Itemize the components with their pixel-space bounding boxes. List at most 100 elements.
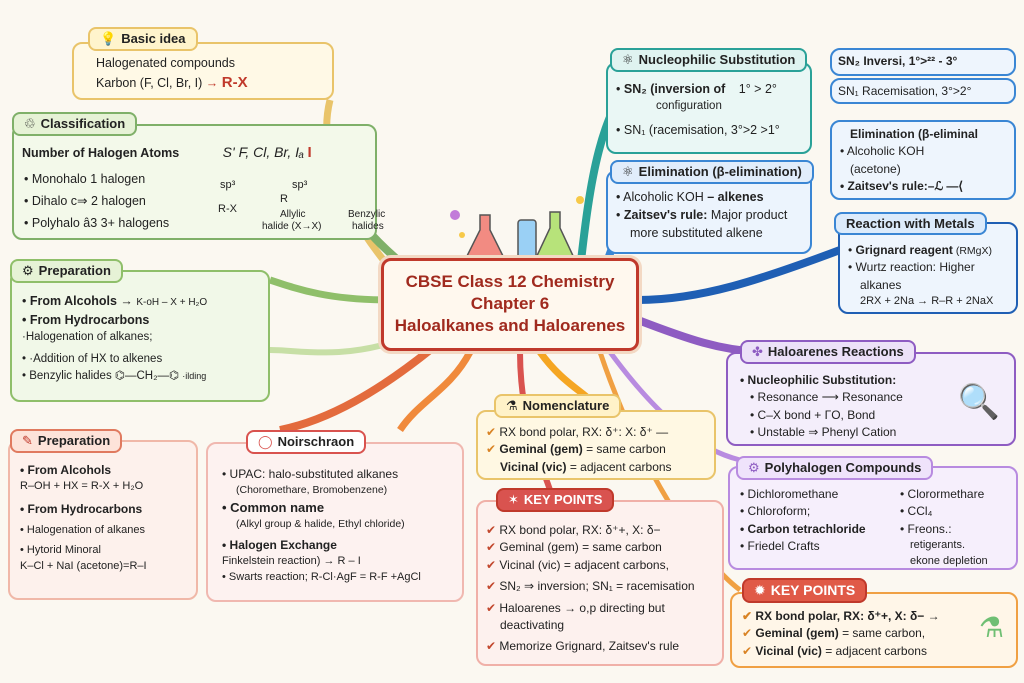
poly-left-item: Chloroform; — [740, 503, 1010, 520]
center-title-line1: CBSE Class 12 Chemistry — [405, 272, 615, 291]
metals-grignard: Grignard reagent (RMgX) — [848, 242, 1010, 259]
elim-right-title: Elimination (β-eliminal — [850, 127, 979, 141]
key-point: Haloarenes → o,p directing but — [486, 600, 716, 617]
prep-from-alcohols: From Alcohols → K-oH – X + H₂O — [22, 292, 260, 311]
prep2-from-alcohols: From Alcohols — [20, 462, 190, 479]
metals-header: Reaction with Metals — [834, 212, 987, 235]
gear-icon: ⚙ — [22, 263, 34, 278]
prep2-formula2: K–Cl + NaI (acetone)=R–I — [20, 559, 147, 572]
elim-line2: Zaitsev's rule: Major product — [616, 206, 804, 224]
elim-line1: Alcoholic KOH – alkenes — [616, 188, 804, 206]
key-points-box: RX bond polar, RX: δ⁺+, X: δ− Geminal (g… — [476, 500, 724, 666]
branch-prep2 — [269, 337, 401, 356]
classification-subtitle: Number of Halogen Atoms S' F, Cl, Br, Iₐ… — [22, 144, 312, 161]
branch-preparation — [268, 276, 391, 304]
metals-equation: 2RX + 2Na → R–R + 2NaX — [860, 295, 994, 308]
elimination-header: ⚛Elimination (β-elimination) — [610, 160, 814, 184]
poly-right-item: Clorormethare — [900, 486, 988, 503]
rx-label: R-X — [218, 202, 237, 215]
branch-nomen1 — [279, 346, 433, 434]
sp3-label: sp³ — [220, 178, 236, 191]
recycle-icon: ♲ — [24, 116, 36, 131]
classification-item: Monohalo 1 halogen — [24, 170, 145, 188]
key-points2-box: RX bond polar, RX: δ⁺+, X: δ− → Geminal … — [730, 592, 1018, 668]
metals-wurtz: Wurtz reaction: Higher — [848, 259, 1010, 276]
haloarenes-box: Nucleophilic Substitution: Resonance ⟶ R… — [726, 352, 1016, 446]
prep2-hytorid: Hytorid Minoral — [20, 543, 190, 559]
metals-box: Grignard reagent (RMgX) Wurtz reaction: … — [838, 222, 1018, 314]
haloarenes-header: ✤Haloarenes Reactions — [740, 340, 916, 364]
poly-right-item: Freons.: — [900, 521, 988, 538]
nucleophilic-box: SN₂ (inversion of 1° > 2° configuration … — [606, 62, 812, 154]
key-point: Memorize Grignard, Zaitsev's rule — [486, 638, 716, 655]
flask-icon — [450, 196, 584, 261]
arenes-nuc: Nucleophilic Substitution: — [740, 372, 1008, 389]
prep-halogenation: ·Halogenation of alkanes; — [22, 330, 153, 343]
allylic-label: Allylic — [280, 208, 306, 220]
elim-line3: more substituted alkene — [630, 226, 763, 241]
prep2-halogenation: Halogenation of alkanes — [20, 523, 190, 539]
prep-from-hydrocarbons: From Hydrocarbons — [22, 311, 260, 329]
central-topic: CBSE Class 12 Chemistry Chapter 6 Haloal… — [381, 258, 639, 351]
prep2-from-hydro: From Hydrocarbons — [20, 501, 190, 518]
elim-right-line2: (acetone) — [850, 161, 901, 176]
poly-right-item: CCl₄ — [900, 503, 988, 520]
classification-box: Number of Halogen Atoms S' F, Cl, Br, Iₐ… — [12, 124, 385, 240]
classification-header: ♲Classification — [12, 112, 138, 136]
nomen-common: Common name — [222, 499, 456, 518]
prep2-formula1: R–OH + HX = R-X + H₂O — [20, 480, 144, 493]
key-point: RX bond polar, RX: δ⁺+, X: δ− — [486, 522, 716, 539]
nuc-sn2: SN₂ (inversion of 1° > 2° — [616, 80, 804, 98]
key-point: Geminal (gem) = same carbon — [486, 539, 716, 556]
key-point: deactivating — [500, 617, 565, 632]
nomen-halex: Halogen Exchange — [222, 537, 456, 554]
sn2-right-box: SN₂ Inversi, 1°>²² - 3° — [830, 48, 1016, 76]
sp3-label-2: sp³ — [292, 178, 308, 191]
prep-benzylic: Benzylic halides ⌬—CH₂—⌬ ·ilding — [22, 368, 260, 385]
nuc-sn2-config: configuration — [656, 100, 722, 113]
arenes-unstable: Unstable ⇒ Phenyl Cation — [740, 424, 1008, 441]
preparation-box: From Alcohols → K-oH – X + H₂O From Hydr… — [10, 270, 270, 402]
circle-icon: ◯ — [258, 434, 273, 449]
pencil-icon: ✎ — [22, 433, 33, 448]
nomenclature-header: ◯Noirschraon — [246, 430, 367, 454]
poly-left-item: Carbon tetrachloride — [740, 521, 1010, 538]
preparation2-box: From Alcohols R–OH + HX = R-X + H₂O From… — [8, 440, 198, 600]
nomenclature2-header: ⚗Nomenclature — [494, 394, 622, 418]
allylic-label-2: halide (X→X) — [262, 220, 322, 232]
sn1-right-box: SN₁ Racemisation, 3°>2° — [830, 78, 1016, 104]
key2-line2: Geminal (gem) = same carbon, — [742, 625, 1010, 642]
preparation-header: ⚙Preparation — [10, 259, 123, 283]
basic-idea-line1: Halogenated compounds — [96, 56, 235, 70]
sn1-right-text: SN₁ Racemisation, 3°>2° — [838, 84, 972, 98]
poly-left-item: Friedel Crafts — [740, 538, 1010, 555]
nomen-finkelstein: Finkelstein reaction) → R – I — [222, 555, 361, 568]
arenes-resonance: Resonance ⟶ Resonance — [740, 389, 1008, 406]
magnifier-icon: 🔍 — [957, 383, 1000, 421]
basic-idea-line2: Karbon (F, Cl, Br, I) → R-X — [96, 74, 248, 92]
basic-idea-header: 💡Basic idea — [88, 27, 198, 51]
polyhalogen-header: ⚙Polyhalogen Compounds — [736, 456, 934, 480]
poly-right-item: ekone depletion — [910, 555, 988, 568]
preparation2-header: ✎Preparation — [10, 429, 123, 453]
molecule-icon: ⚛ — [622, 52, 634, 67]
key-points-header: ✶KEY POINTS — [496, 488, 615, 512]
nomen2-line1: RX bond polar, RX: δ⁺: X: δ⁺ — — [486, 424, 708, 441]
molecule-icon: ⚛ — [622, 164, 634, 179]
flask-icon-small: ⚗ — [506, 398, 518, 413]
polyhalogen-box: Dichloromethane Chloroform; Carbon tetra… — [728, 466, 1018, 570]
elim-right-line3: Zaitsev's rule:–ℒ —⟨ — [840, 178, 1006, 195]
arenes-bond: C–X bond + ΓO, Bond — [740, 407, 1008, 424]
classification-item: Polyhalo â3 3+ halogens — [24, 214, 169, 232]
gear-icon: ⚙ — [748, 460, 760, 475]
key-point: SN₂ ⇒ inversion; SN₁ = racemisation — [486, 578, 716, 595]
metals-alkanes: alkanes — [860, 277, 902, 292]
nomen-swarts: Swarts reaction; R-Cl·AgF = R-F +AgCl — [222, 570, 456, 586]
branch-metals — [637, 246, 842, 304]
poly-left-item: Dichloromethane — [740, 486, 1010, 503]
flask-icon-key: ⚗ — [978, 612, 1004, 643]
nomen-common-examples: (Alkyl group & halide, Ethyl chloride) — [236, 518, 405, 531]
nuc-sn1: SN₁ (racemisation, 3°>2 >1° — [616, 121, 804, 139]
nomen-iupac-examples: (Chorometharе, Bromobenzene) — [236, 484, 388, 497]
nucleophilic-header: ⚛Nucleophilic Substitution — [610, 48, 808, 72]
